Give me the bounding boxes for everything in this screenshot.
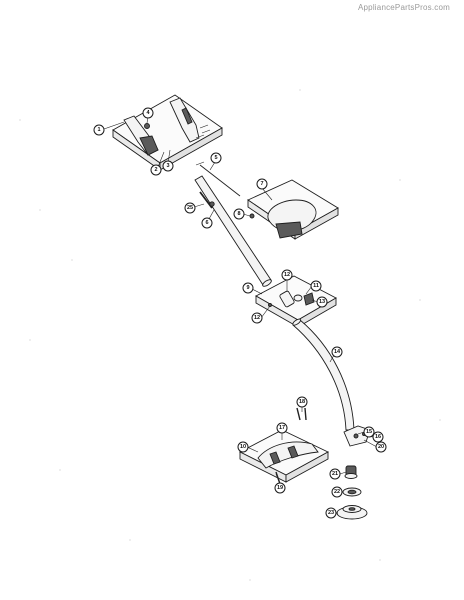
callout-17[interactable]: 17 <box>276 422 288 434</box>
callout-16[interactable]: 16 <box>372 431 384 443</box>
callout-18[interactable]: 18 <box>296 396 308 408</box>
svg-text:13: 13 <box>319 299 325 305</box>
callout-13[interactable]: 13 <box>316 296 328 308</box>
svg-text:3: 3 <box>166 163 169 169</box>
svg-text:8: 8 <box>237 211 240 217</box>
callout-10[interactable]: 10 <box>237 441 249 453</box>
site-watermark: AppliancePartsPros.com <box>358 3 450 12</box>
callout-14[interactable]: 14 <box>331 346 343 358</box>
callout-labels: 1 2 3 4 5 6 7 8 9 10 11 12 12 13 14 15 1… <box>93 107 387 519</box>
svg-text:25: 25 <box>187 205 193 211</box>
svg-text:4: 4 <box>146 110 150 116</box>
svg-text:21: 21 <box>332 471 338 477</box>
callout-15[interactable]: 15 <box>363 426 375 438</box>
svg-text:23: 23 <box>328 510 334 516</box>
callout-20[interactable]: 20 <box>375 441 387 453</box>
callout-5[interactable]: 5 <box>210 152 222 164</box>
callout-8[interactable]: 8 <box>233 208 245 220</box>
callout-12-lower[interactable]: 12 <box>251 312 263 324</box>
callout-2[interactable]: 2 <box>150 164 162 176</box>
svg-text:18: 18 <box>299 399 305 405</box>
svg-text:1: 1 <box>97 127 100 133</box>
svg-text:6: 6 <box>205 220 208 226</box>
svg-text:20: 20 <box>378 444 384 450</box>
spool-assembly <box>336 465 368 520</box>
callout-11[interactable]: 11 <box>310 280 322 292</box>
callout-6[interactable]: 6 <box>201 217 213 229</box>
svg-text:14: 14 <box>334 349 341 355</box>
svg-text:17: 17 <box>279 425 285 431</box>
callout-25[interactable]: 25 <box>184 202 196 214</box>
svg-text:22: 22 <box>334 489 340 495</box>
callout-7[interactable]: 7 <box>256 178 268 190</box>
assist-handle-panel <box>247 179 339 240</box>
callout-19[interactable]: 19 <box>274 482 286 494</box>
svg-text:5: 5 <box>214 155 217 161</box>
svg-text:11: 11 <box>313 283 319 289</box>
callout-22[interactable]: 22 <box>331 486 343 498</box>
upper-shaft-tube <box>194 175 272 287</box>
svg-text:10: 10 <box>240 444 246 450</box>
svg-text:7: 7 <box>260 181 263 187</box>
callout-1[interactable]: 1 <box>93 124 105 136</box>
callout-9[interactable]: 9 <box>242 282 254 294</box>
handle-assembly-panel <box>112 94 223 171</box>
svg-text:19: 19 <box>277 485 283 491</box>
svg-text:12: 12 <box>254 315 260 321</box>
svg-text:9: 9 <box>246 285 249 291</box>
coupler-panel <box>255 275 337 328</box>
callout-21[interactable]: 21 <box>329 468 341 480</box>
callout-4[interactable]: 4 <box>142 107 154 119</box>
callout-23[interactable]: 23 <box>325 507 337 519</box>
callout-3[interactable]: 3 <box>162 160 174 172</box>
callout-12-upper[interactable]: 12 <box>281 269 293 281</box>
scan-noise <box>19 89 441 581</box>
svg-text:16: 16 <box>375 434 381 440</box>
svg-text:2: 2 <box>154 167 157 173</box>
lower-curved-shaft <box>292 318 355 431</box>
svg-text:12: 12 <box>284 272 290 278</box>
guard-panel <box>239 407 329 485</box>
throttle-cable <box>195 161 241 197</box>
svg-text:15: 15 <box>366 429 372 435</box>
